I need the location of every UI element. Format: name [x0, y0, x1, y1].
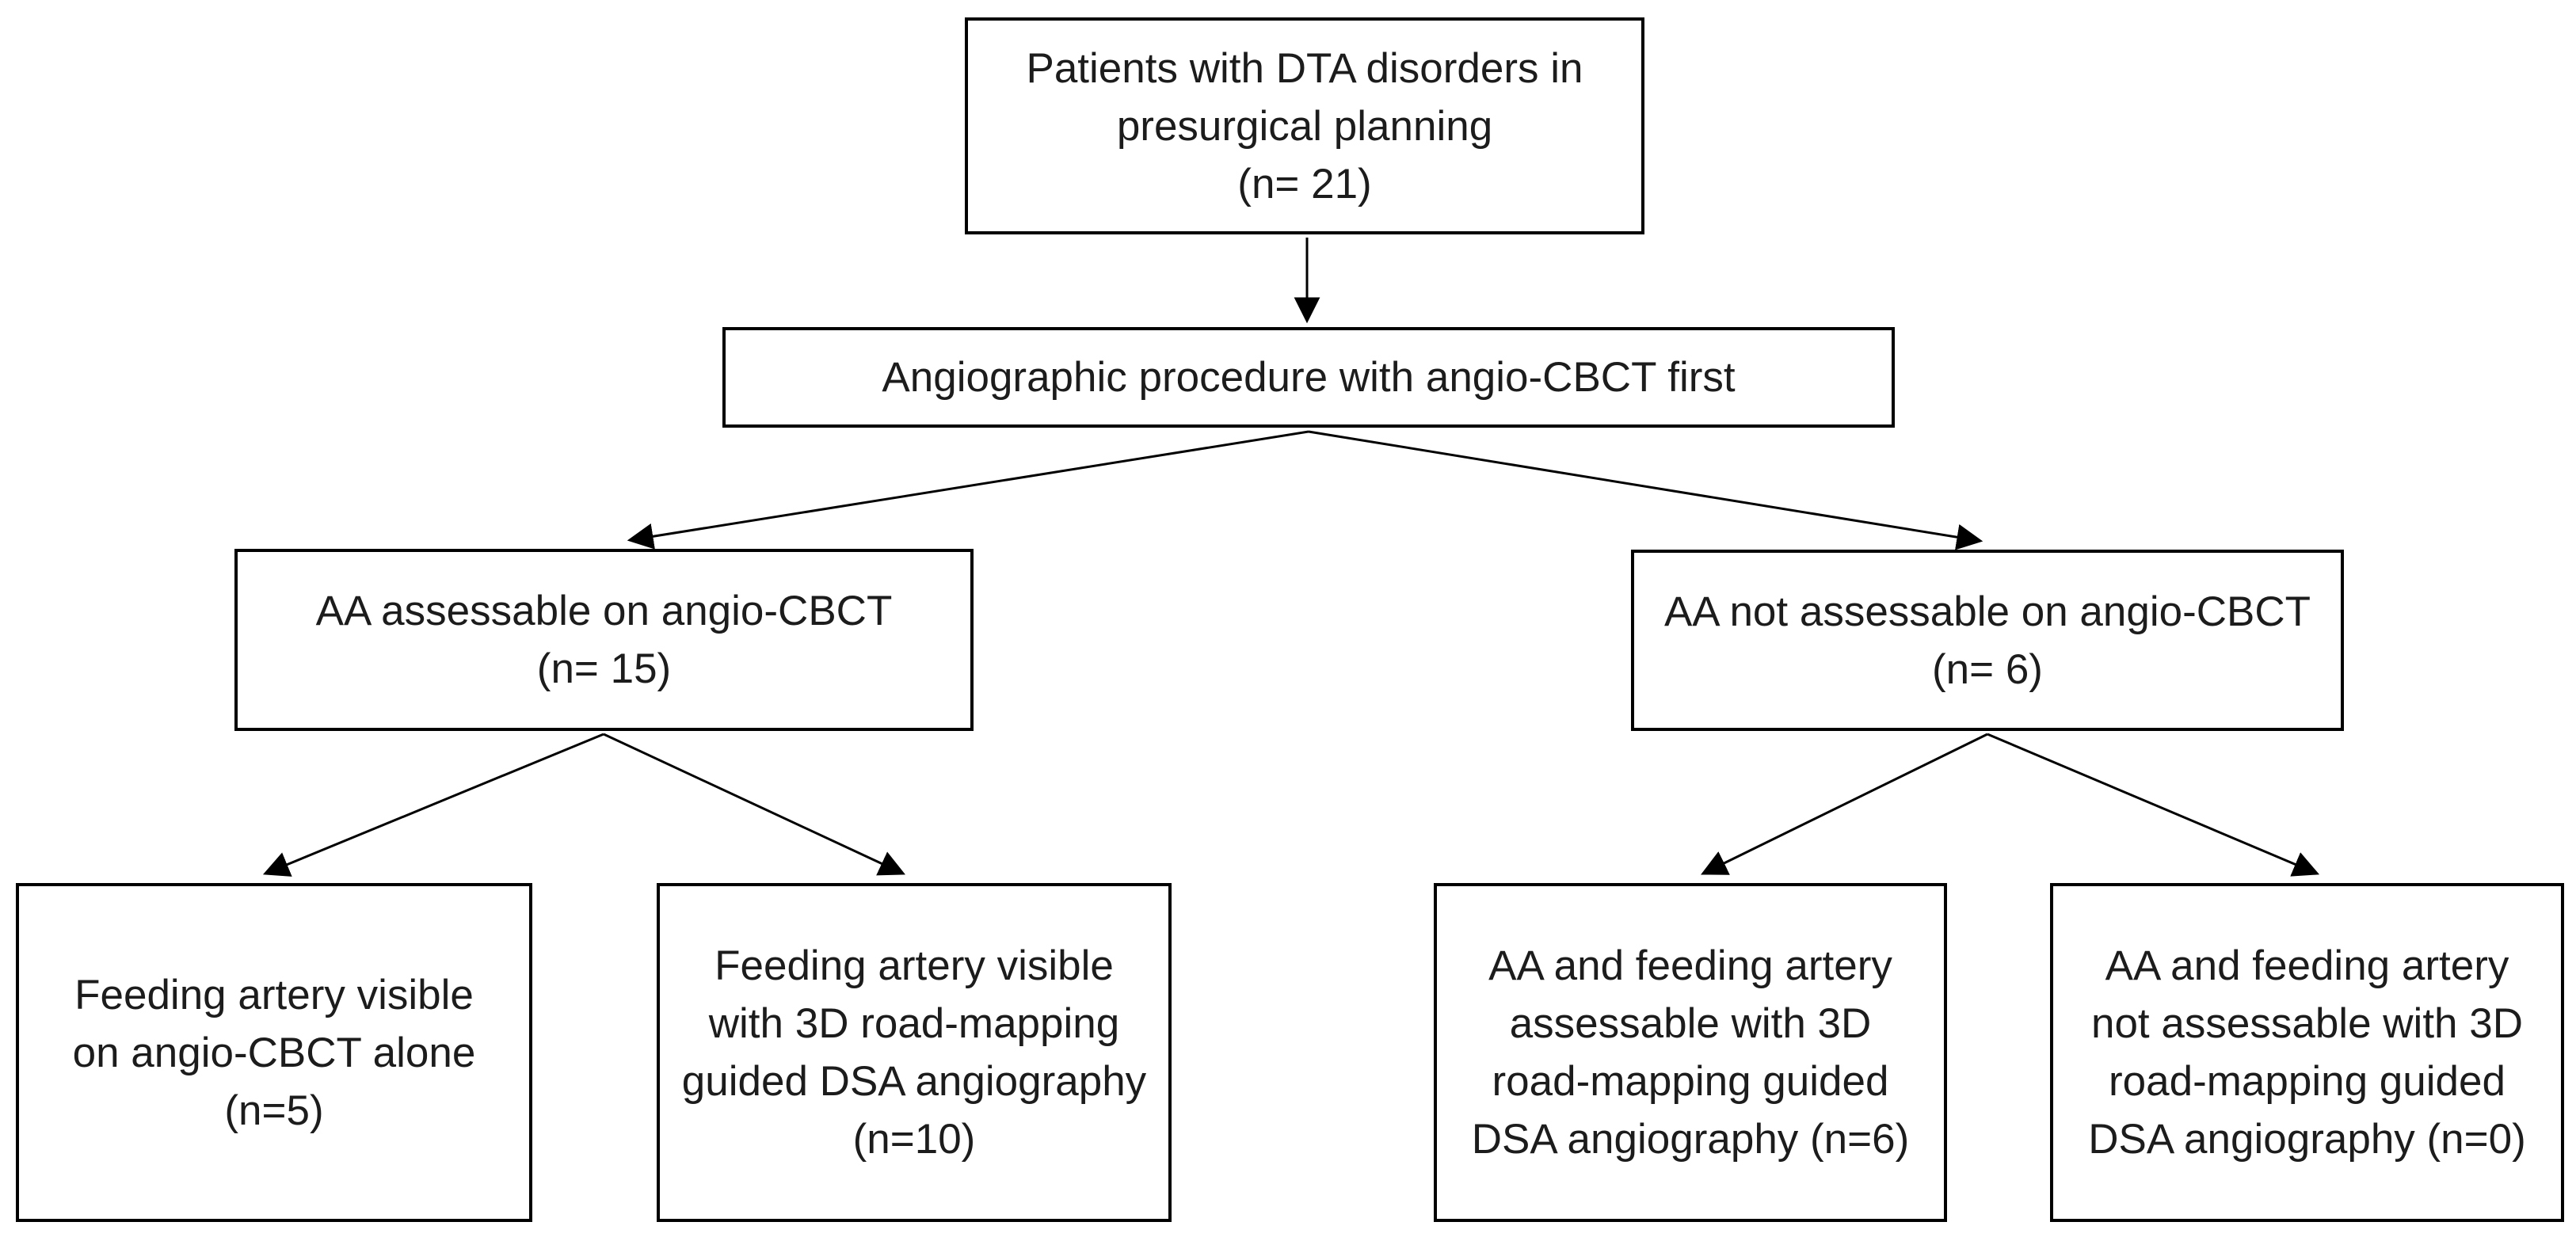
node-feeding-roadmap-line-2: with 3D road-mapping	[708, 1000, 1120, 1047]
node-aa-feeding-not-assessable: AA and feeding artery not assessable wit…	[2050, 883, 2564, 1222]
node-feeding-alone-line-3: (n=5)	[224, 1087, 324, 1134]
node-patients-line-3: (n= 21)	[1237, 160, 1372, 207]
arrow-not-assessable-to-aa-feeding-assessable	[1701, 733, 1988, 875]
node-feeding-artery-visible-roadmapping: Feeding artery visible with 3D road-mapp…	[657, 883, 1172, 1222]
node-aa-not-assessable: AA not assessable on angio-CBCT (n= 6)	[1631, 550, 2344, 731]
node-aa-feeding-assessable-line-1: AA and feeding artery	[1488, 942, 1892, 989]
node-aa-feeding-not-line-2: not assessable with 3D	[2090, 1000, 2523, 1047]
node-feeding-roadmap-line-1: Feeding artery visible	[714, 942, 1114, 989]
node-aa-feeding-assessable-line-3: road-mapping guided	[1492, 1058, 1889, 1105]
node-feeding-artery-visible-alone: Feeding artery visible on angio-CBCT alo…	[16, 883, 532, 1222]
node-aa-feeding-not-line-1: AA and feeding artery	[2105, 942, 2509, 989]
node-procedure: Angiographic procedure with angio-CBCT f…	[722, 327, 1895, 428]
node-patients-line-2: presurgical planning	[1116, 102, 1493, 150]
node-aa-assessable: AA assessable on angio-CBCT (n= 15)	[234, 549, 974, 731]
arrow-assessable-to-feeding-roadmap	[603, 733, 905, 876]
node-aa-not-assessable-line-1: AA not assessable on angio-CBCT	[1663, 588, 2311, 635]
node-aa-feeding-not-line-4: DSA angiography (n=0)	[2088, 1116, 2526, 1163]
node-feeding-alone-line-1: Feeding artery visible	[74, 971, 474, 1018]
node-patients: Patients with DTA disorders in presurgic…	[965, 17, 1644, 234]
node-feeding-roadmap-line-4: (n=10)	[852, 1116, 976, 1163]
arrow-procedure-to-aa-not-assessable	[1308, 430, 1983, 550]
node-aa-not-assessable-line-2: (n= 6)	[1932, 645, 2043, 693]
arrow-procedure-to-aa-assessable	[627, 430, 1309, 550]
node-procedure-line-1: Angiographic procedure with angio-CBCT f…	[882, 354, 1736, 401]
node-aa-feeding-not-line-3: road-mapping guided	[2109, 1058, 2506, 1105]
node-aa-feeding-assessable: AA and feeding artery assessable with 3D…	[1434, 883, 1947, 1222]
arrow-not-assessable-to-aa-feeding-not	[1987, 733, 2320, 877]
node-feeding-alone-line-2: on angio-CBCT alone	[72, 1029, 476, 1076]
node-aa-assessable-line-2: (n= 15)	[536, 645, 672, 692]
node-patients-line-1: Patients with DTA disorders in	[1026, 44, 1583, 92]
arrow-assessable-to-feeding-alone	[262, 733, 604, 877]
node-aa-feeding-assessable-line-2: assessable with 3D	[1509, 1000, 1872, 1047]
node-aa-assessable-line-1: AA assessable on angio-CBCT	[315, 588, 893, 634]
node-feeding-roadmap-line-3: guided DSA angiography	[681, 1058, 1147, 1105]
node-aa-feeding-assessable-line-4: DSA angiography (n=6)	[1471, 1116, 1910, 1163]
